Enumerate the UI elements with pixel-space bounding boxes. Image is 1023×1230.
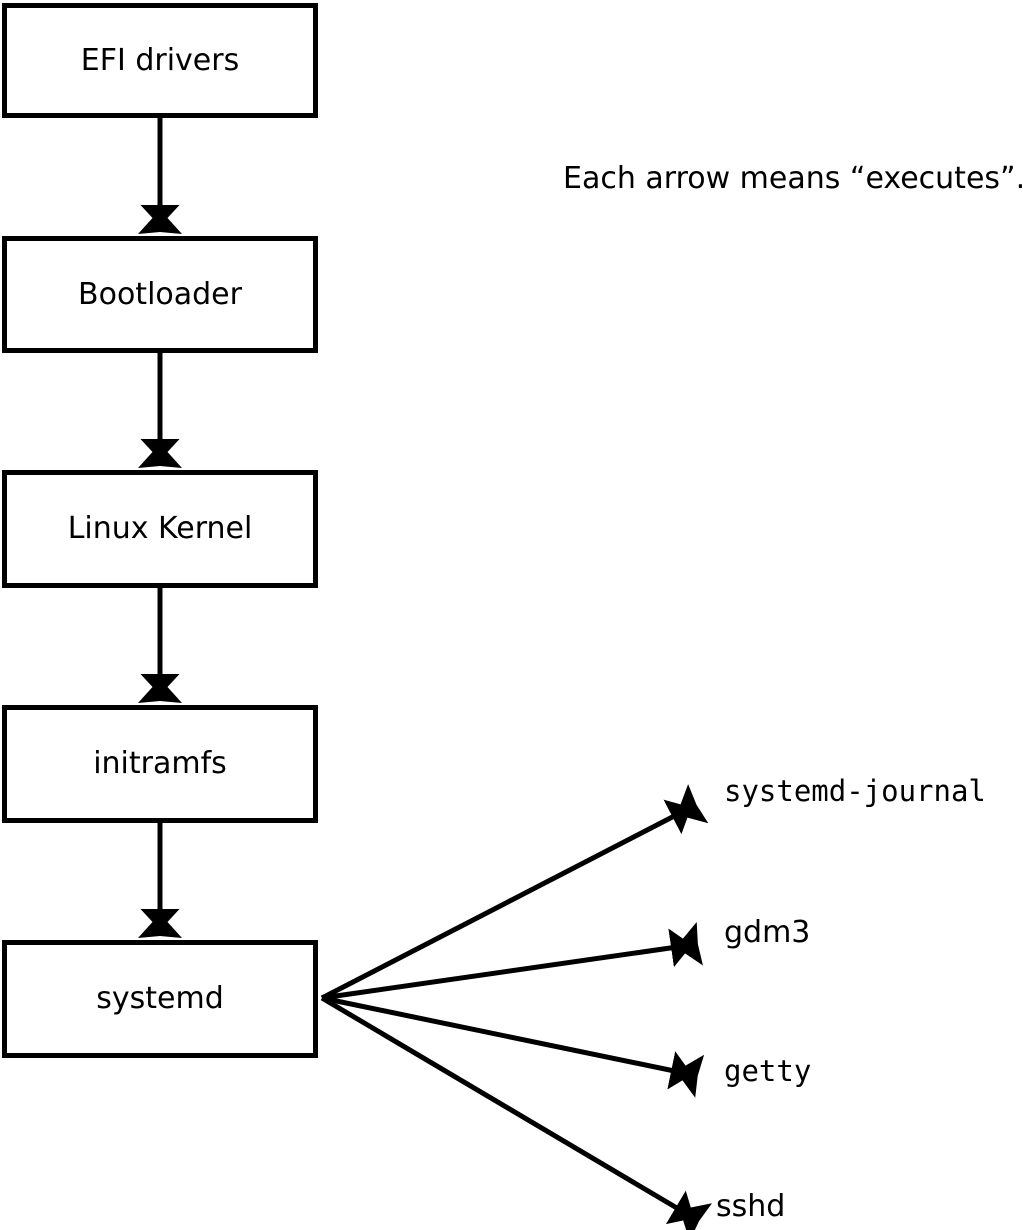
node-label-initramfs: initramfs <box>93 746 227 781</box>
fanout-arrow-systemd-journal <box>320 784 709 1001</box>
fanout-arrow-getty <box>321 995 705 1098</box>
node-label-linux-kernel: Linux Kernel <box>67 511 253 546</box>
node-label-efi-drivers: EFI drivers <box>80 42 240 78</box>
leaf-label-sshd[interactable]: sshd <box>716 1189 786 1224</box>
fanout-arrow-gdm3 <box>321 921 703 1001</box>
leaf-label-systemd-journal[interactable]: systemd-journal <box>724 774 986 808</box>
node-initramfs[interactable]: initramfs <box>2 705 318 823</box>
node-efi-drivers[interactable]: EFI drivers <box>2 3 318 118</box>
node-label-systemd: systemd <box>96 981 224 1016</box>
fanout-arrow-sshd <box>320 995 712 1230</box>
node-bootloader[interactable]: Bootloader <box>2 236 318 353</box>
leaf-label-getty[interactable]: getty <box>724 1054 812 1088</box>
diagram-caption: Each arrow means “executes”. <box>563 161 1023 196</box>
leaf-label-gdm3[interactable]: gdm3 <box>724 915 811 950</box>
node-systemd[interactable]: systemd <box>2 940 318 1058</box>
node-label-bootloader: Bootloader <box>78 276 242 312</box>
node-linux-kernel[interactable]: Linux Kernel <box>2 470 318 588</box>
